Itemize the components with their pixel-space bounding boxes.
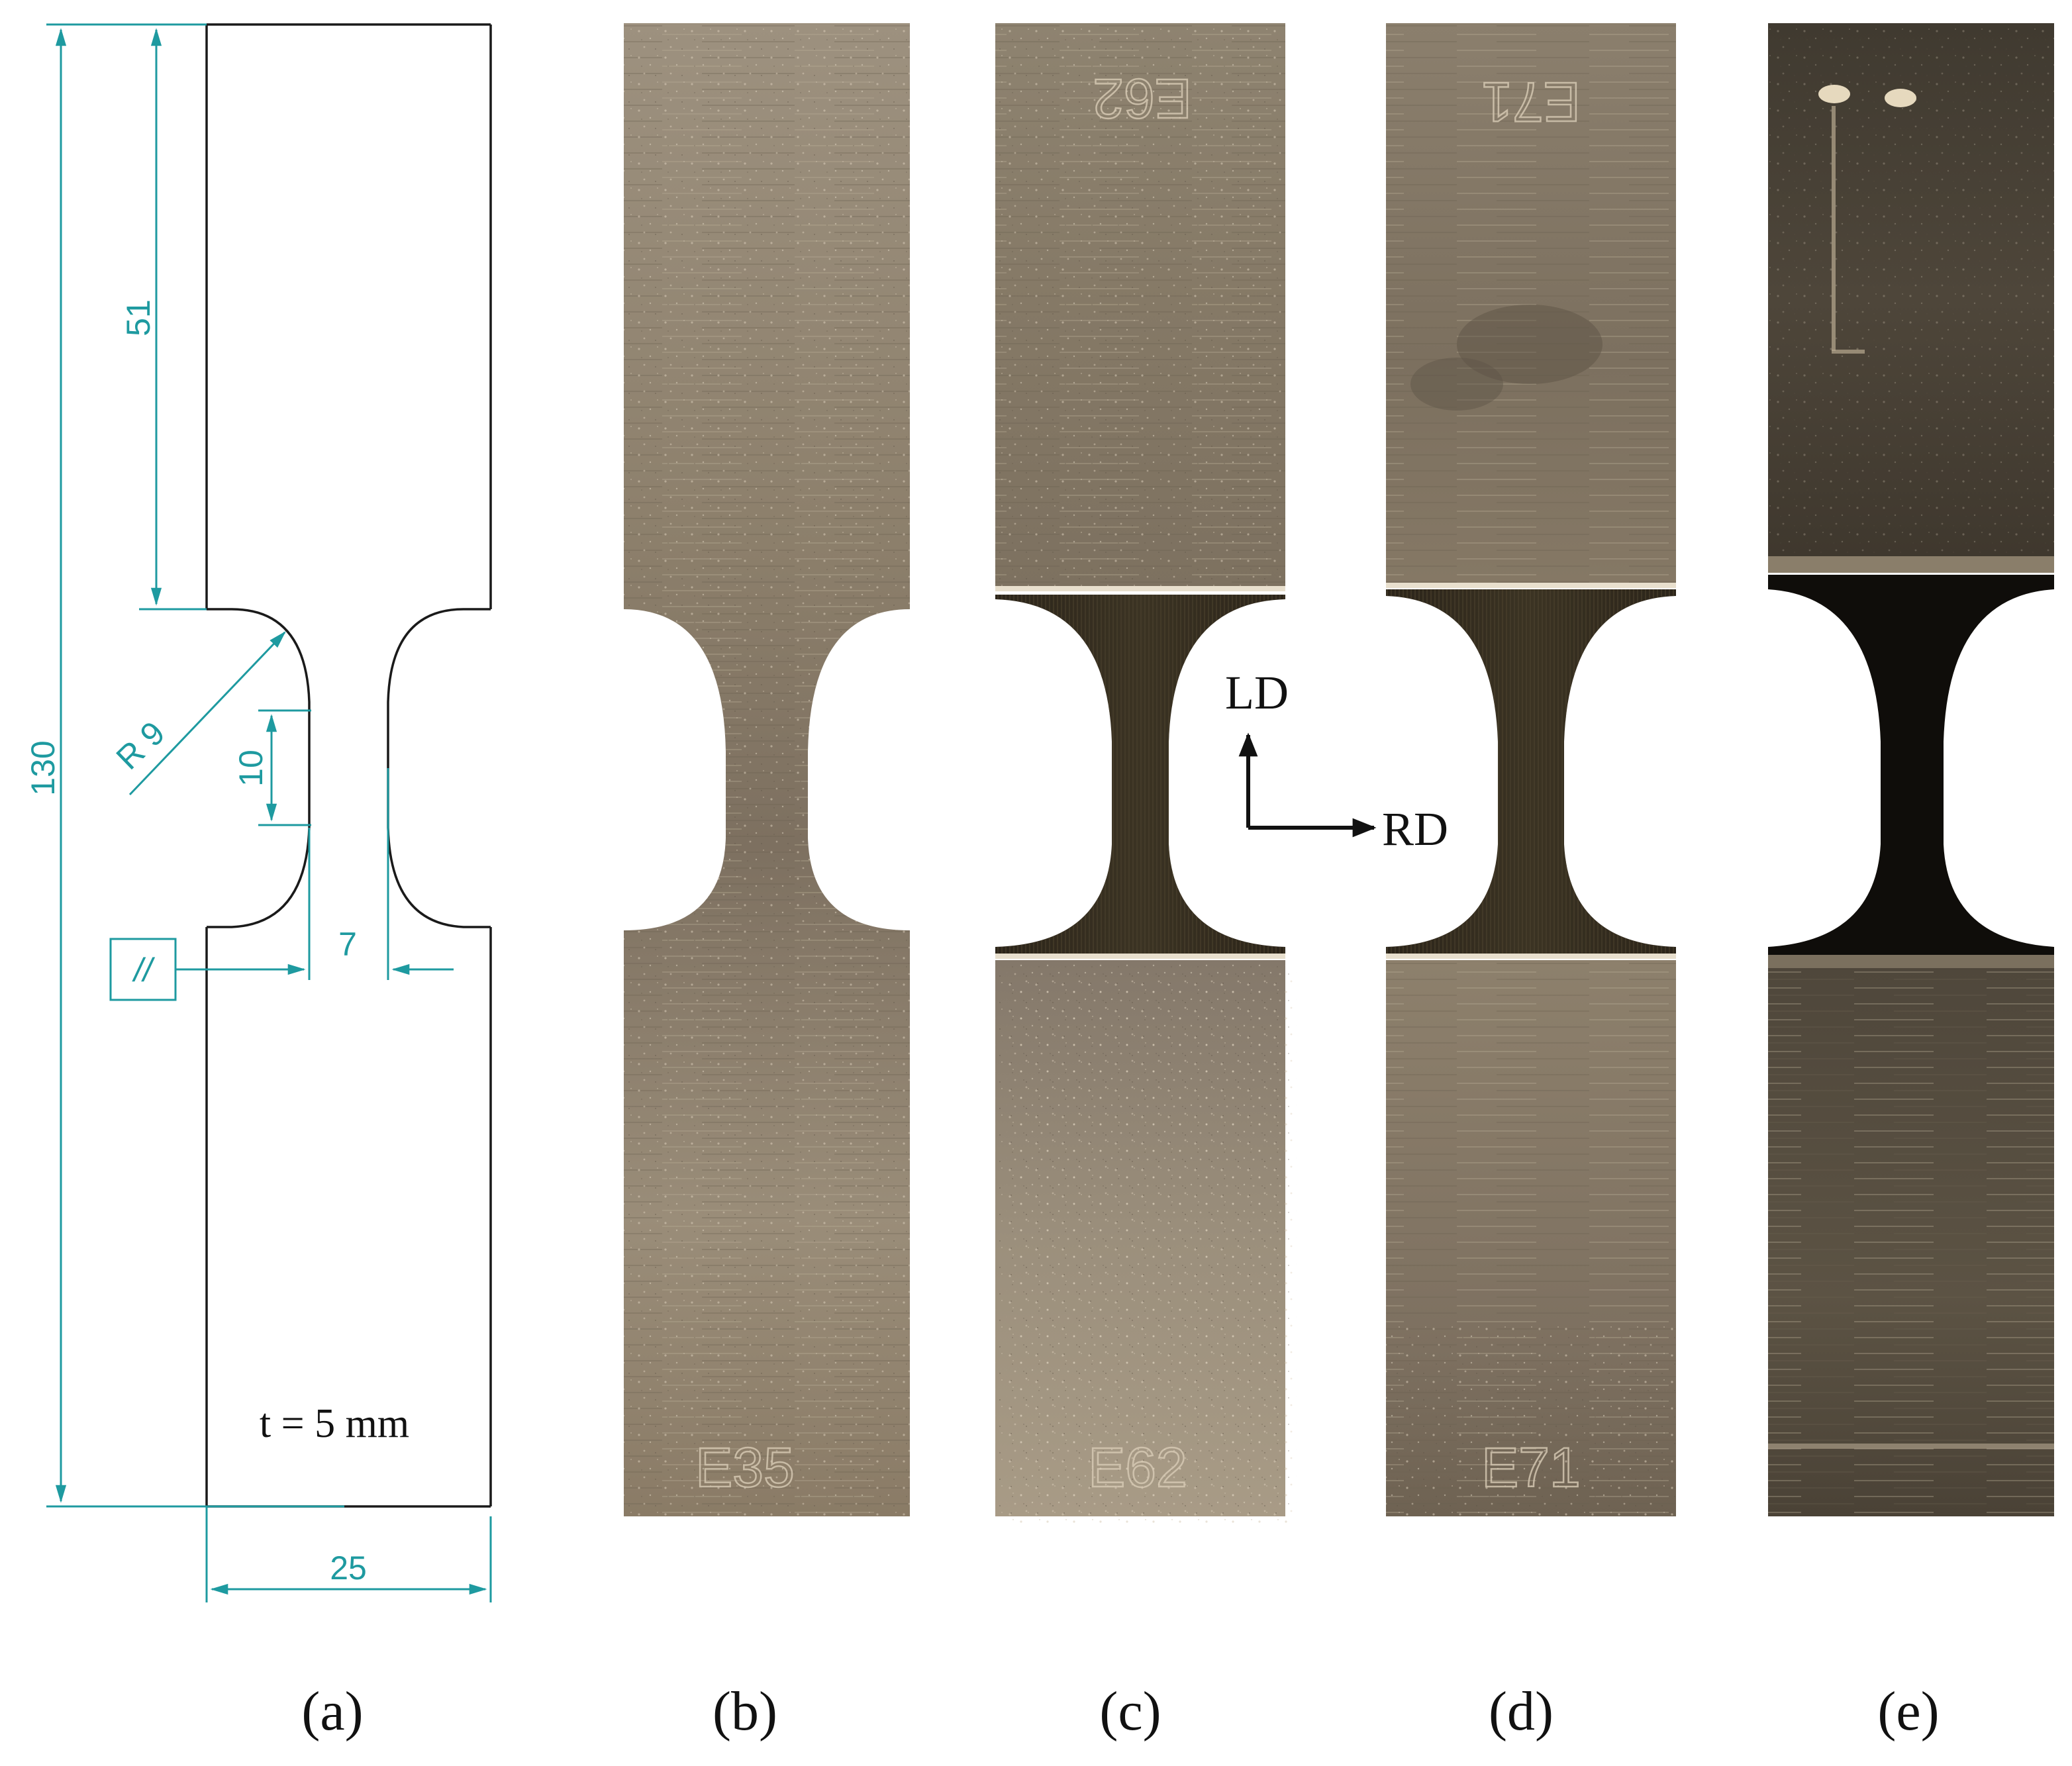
specimen-c: E62 E62 (995, 23, 1297, 1524)
dim-radius-label: R 9 (109, 714, 172, 777)
dim-51-label: 51 (120, 299, 157, 336)
specimen-e-bottom-texture (1768, 968, 2054, 1516)
specimen-d-top-texture (1386, 23, 1676, 583)
specimen-e-scratch (1832, 106, 1836, 351)
parallel-symbol: // (132, 952, 156, 989)
parallel-symbol-box (109, 938, 177, 1001)
left-notch-arc (207, 608, 311, 928)
dim-7-label: 7 (338, 926, 357, 963)
dim-25-label: 25 (330, 1549, 367, 1587)
caption-a: (a) (301, 1681, 363, 1742)
caption-c: (c) (1099, 1681, 1161, 1742)
specimen-e-mark-1 (1818, 85, 1850, 103)
caption-d: (d) (1489, 1681, 1554, 1742)
specimen-d-bottom-speckle (1386, 1324, 1676, 1516)
orientation-axes: LD RD (1225, 666, 1448, 856)
specimen-b-speckle (624, 23, 910, 1516)
specimen-d-stain (1457, 305, 1603, 384)
dim-130-label: 130 (25, 740, 62, 795)
specimen-d-bottom-seam (1386, 954, 1676, 959)
rd-label: RD (1382, 803, 1448, 856)
specimen-c-top-mark: E62 (1093, 68, 1191, 130)
ld-label: LD (1225, 666, 1289, 719)
specimen-b: E35 (624, 23, 910, 1516)
dim-10-label: 10 (232, 750, 270, 787)
specimen-d-top-seam (1386, 583, 1676, 588)
specimen-c-bottom-seam (995, 954, 1285, 959)
specimen-e-gauge (1768, 575, 2054, 955)
specimen-c-engraving: E62 (1088, 1436, 1187, 1498)
specimen-d-engraving: E71 (1481, 1436, 1580, 1498)
specimen-d-stain-2 (1410, 358, 1503, 411)
specimen-e (1768, 23, 2054, 1516)
specimen-b-engraving: E35 (695, 1436, 794, 1498)
specimen-e-bottom-streak (1768, 1444, 2054, 1449)
specimen-e-scratch-foot (1832, 350, 1865, 354)
specimen-e-bottom-edge (1768, 955, 2054, 968)
dim-radius-line (128, 631, 286, 796)
technical-drawing: 130 51 R 9 10 7 // 25 t = 5 mm (25, 23, 492, 1602)
specimen-e-mark-2 (1885, 89, 1916, 107)
specimen-d-gauge-texture (1386, 589, 1676, 954)
captions: (a) (b) (c) (d) (e) (301, 1681, 1939, 1742)
specimen-c-gauge-texture (995, 595, 1285, 954)
specimen-c-bottom-speckle-2 (1007, 967, 1297, 1524)
right-notch-arc (387, 608, 491, 928)
specimen-e-top-edge (1768, 556, 2054, 573)
specimen-d: E71 E71 (1386, 23, 1676, 1516)
thickness-note: t = 5 mm (260, 1401, 409, 1446)
specimen-c-top-seam (995, 586, 1285, 591)
caption-b: (b) (713, 1681, 777, 1742)
specimen-d-top-mark: E71 (1481, 71, 1580, 133)
caption-e: (e) (1877, 1681, 1939, 1742)
specimen-e-top-speckle (1768, 23, 2054, 573)
specimen-c-top-speckle (995, 23, 1285, 588)
